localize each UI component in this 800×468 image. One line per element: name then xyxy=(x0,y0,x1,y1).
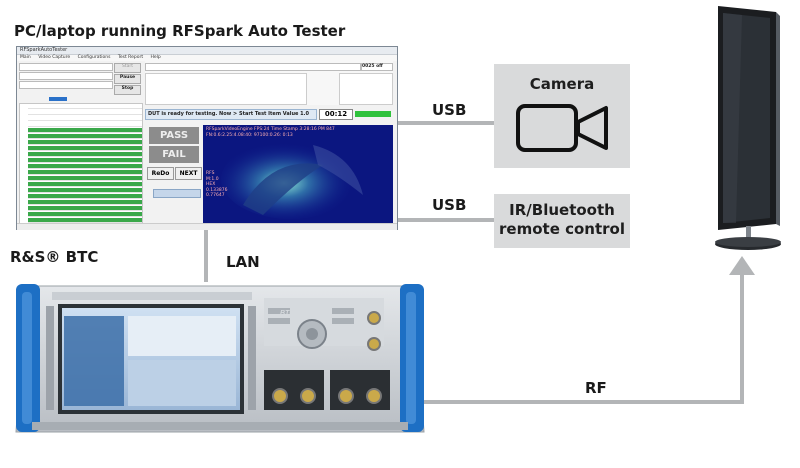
left-panel: Start Pause Stop xyxy=(19,61,143,227)
rf-line-vertical xyxy=(740,270,744,404)
camera-label: Camera xyxy=(529,75,595,93)
test-list-row[interactable] xyxy=(28,194,142,199)
lan-line xyxy=(204,228,208,282)
test-list-row[interactable] xyxy=(28,176,142,181)
target-fields xyxy=(309,73,335,103)
redo-button[interactable]: ReDo xyxy=(147,167,174,180)
test-list-row[interactable] xyxy=(28,122,142,127)
menu-help[interactable]: Help xyxy=(150,55,161,60)
btc-title: R&S® BTC xyxy=(10,248,99,266)
window-title: RFSparkAutoTester xyxy=(20,47,68,53)
timer-progress xyxy=(355,111,391,117)
timer-display: 00:12 xyxy=(319,109,353,120)
test-list-row[interactable] xyxy=(28,188,142,193)
profile-field[interactable] xyxy=(19,81,113,89)
test-list-row[interactable] xyxy=(28,140,142,145)
test-list[interactable] xyxy=(19,103,143,227)
stop-button[interactable]: Stop xyxy=(114,85,141,95)
menu-video-capture[interactable]: Video Capture xyxy=(38,55,71,60)
test-value-field: 0025 off xyxy=(361,63,393,71)
usb-line-remote xyxy=(396,218,494,222)
status-bar xyxy=(17,223,397,230)
window-title-bar: RFSparkAutoTester xyxy=(17,47,397,55)
test-list-row[interactable] xyxy=(28,200,142,205)
test-list-row[interactable] xyxy=(28,206,142,211)
btc-model-badge: BTC xyxy=(280,310,295,317)
test-log-box xyxy=(145,73,307,105)
usb-label-remote: USB xyxy=(432,196,467,214)
usb-label-camera: USB xyxy=(432,101,467,119)
test-list-row[interactable] xyxy=(28,110,142,115)
session-fields xyxy=(147,201,201,225)
test-list-row[interactable] xyxy=(28,170,142,175)
start-button[interactable]: Start xyxy=(114,63,141,73)
rs-btc-instrument xyxy=(15,284,425,433)
menu-configurations[interactable]: Configurations xyxy=(77,55,111,60)
test-list-row[interactable] xyxy=(28,212,142,217)
dut-field[interactable] xyxy=(19,72,113,80)
test-list-row[interactable] xyxy=(28,182,142,187)
fail-button[interactable]: FAIL xyxy=(149,146,199,163)
test-list-row[interactable] xyxy=(28,158,142,163)
usb-line-camera xyxy=(396,121,494,125)
test-list-row[interactable] xyxy=(28,218,142,223)
rf-line-horizontal xyxy=(424,400,744,404)
test-list-row[interactable] xyxy=(28,164,142,169)
pc-title: PC/laptop running RFSpark Auto Tester xyxy=(14,22,346,40)
ir-bluetooth-remote-box: IR/Bluetooth remote control xyxy=(494,194,630,248)
status-banner: DUT is ready for testing. Now > Start Te… xyxy=(145,109,317,120)
test-list-row[interactable] xyxy=(28,128,142,133)
test-list-row[interactable] xyxy=(28,116,142,121)
rf-arrow-head xyxy=(729,256,755,275)
video-overlay-text: RFSparkVideoEngine FPS:24 Time Stamp 3:2… xyxy=(206,127,335,138)
menu-test-report[interactable]: Test Report xyxy=(117,55,144,60)
video-preview: RFSparkVideoEngine FPS:24 Time Stamp 3:2… xyxy=(203,125,393,225)
ir-label-line2: remote control xyxy=(499,220,625,238)
engine-button[interactable] xyxy=(153,189,201,198)
test-list-row[interactable] xyxy=(28,104,142,109)
rf-label: RF xyxy=(585,379,607,397)
test-list-row[interactable] xyxy=(28,152,142,157)
pause-button[interactable]: Pause xyxy=(114,74,141,84)
progress-bar xyxy=(49,97,67,101)
test-status-panel: 0025 off xyxy=(145,61,393,105)
menu-bar: Main Video Capture Configurations Test R… xyxy=(17,55,397,61)
test-list-row[interactable] xyxy=(28,146,142,151)
ir-label-line1: IR/Bluetooth xyxy=(509,201,615,219)
tv-icon xyxy=(715,6,781,250)
video-metrics-text: RFS M:1.0 HEX 0.133876 0.77647 xyxy=(206,171,228,198)
next-button[interactable]: NEXT xyxy=(175,167,202,180)
test-list-row[interactable] xyxy=(28,134,142,139)
software-window: RFSparkAutoTester Main Video Capture Con… xyxy=(16,46,398,230)
video-camera-icon xyxy=(516,104,608,152)
menu-main[interactable]: Main xyxy=(20,55,31,60)
test-case-field xyxy=(145,63,361,71)
camera-box: Camera xyxy=(494,64,630,168)
lan-label: LAN xyxy=(226,253,260,271)
pass-button[interactable]: PASS xyxy=(149,127,199,144)
test-value-legend xyxy=(339,73,393,105)
test-system-field[interactable] xyxy=(19,63,113,71)
